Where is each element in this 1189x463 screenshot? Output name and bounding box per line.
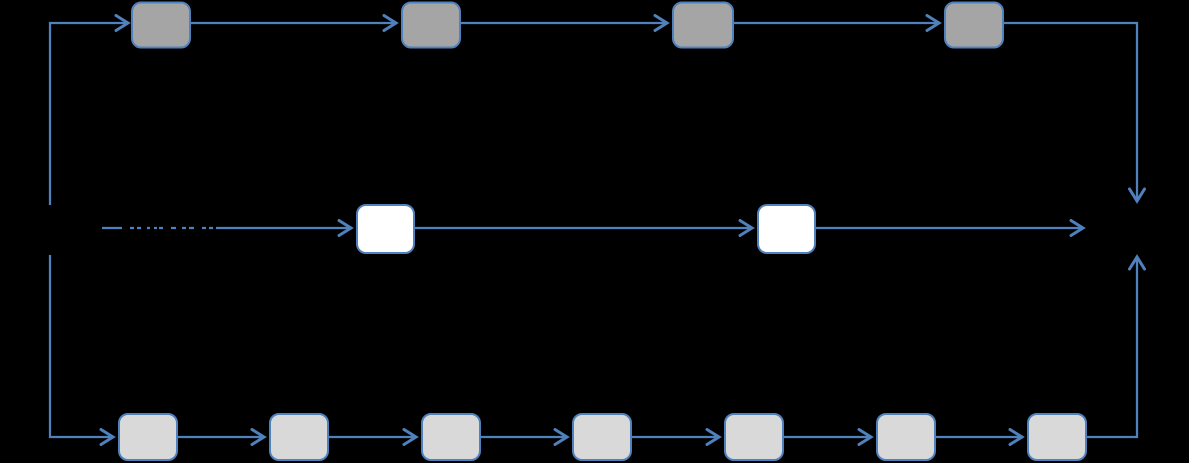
bottom-row-box-5: [724, 413, 784, 461]
middle-row-box-1: [356, 204, 415, 254]
bottom-row-box-4: [572, 413, 632, 461]
bottom-row-boxes: [118, 413, 1087, 461]
middle-row-box-2: [757, 204, 816, 254]
bottom-row-box-2: [269, 413, 329, 461]
top-row-boxes: [131, 1, 1004, 49]
middle-row-boxes: [356, 204, 816, 254]
connector-origin-to-bottom-box-1: [48, 255, 116, 446]
bottom-row-box-1: [118, 413, 178, 461]
top-row-box-4: [944, 1, 1004, 49]
connector-top-box-4-to-sink: [1003, 21, 1146, 204]
top-row-box-3: [672, 1, 734, 49]
bottom-row-box-7: [1027, 413, 1087, 461]
top-row-box-1: [131, 1, 191, 49]
connector-bottom-box-7-to-sink: [1086, 254, 1146, 439]
bottom-row-box-6: [876, 413, 936, 461]
top-row-box-2: [401, 1, 461, 49]
bottom-row-box-3: [421, 413, 481, 461]
connector-origin-to-top-box-1: [48, 14, 131, 205]
